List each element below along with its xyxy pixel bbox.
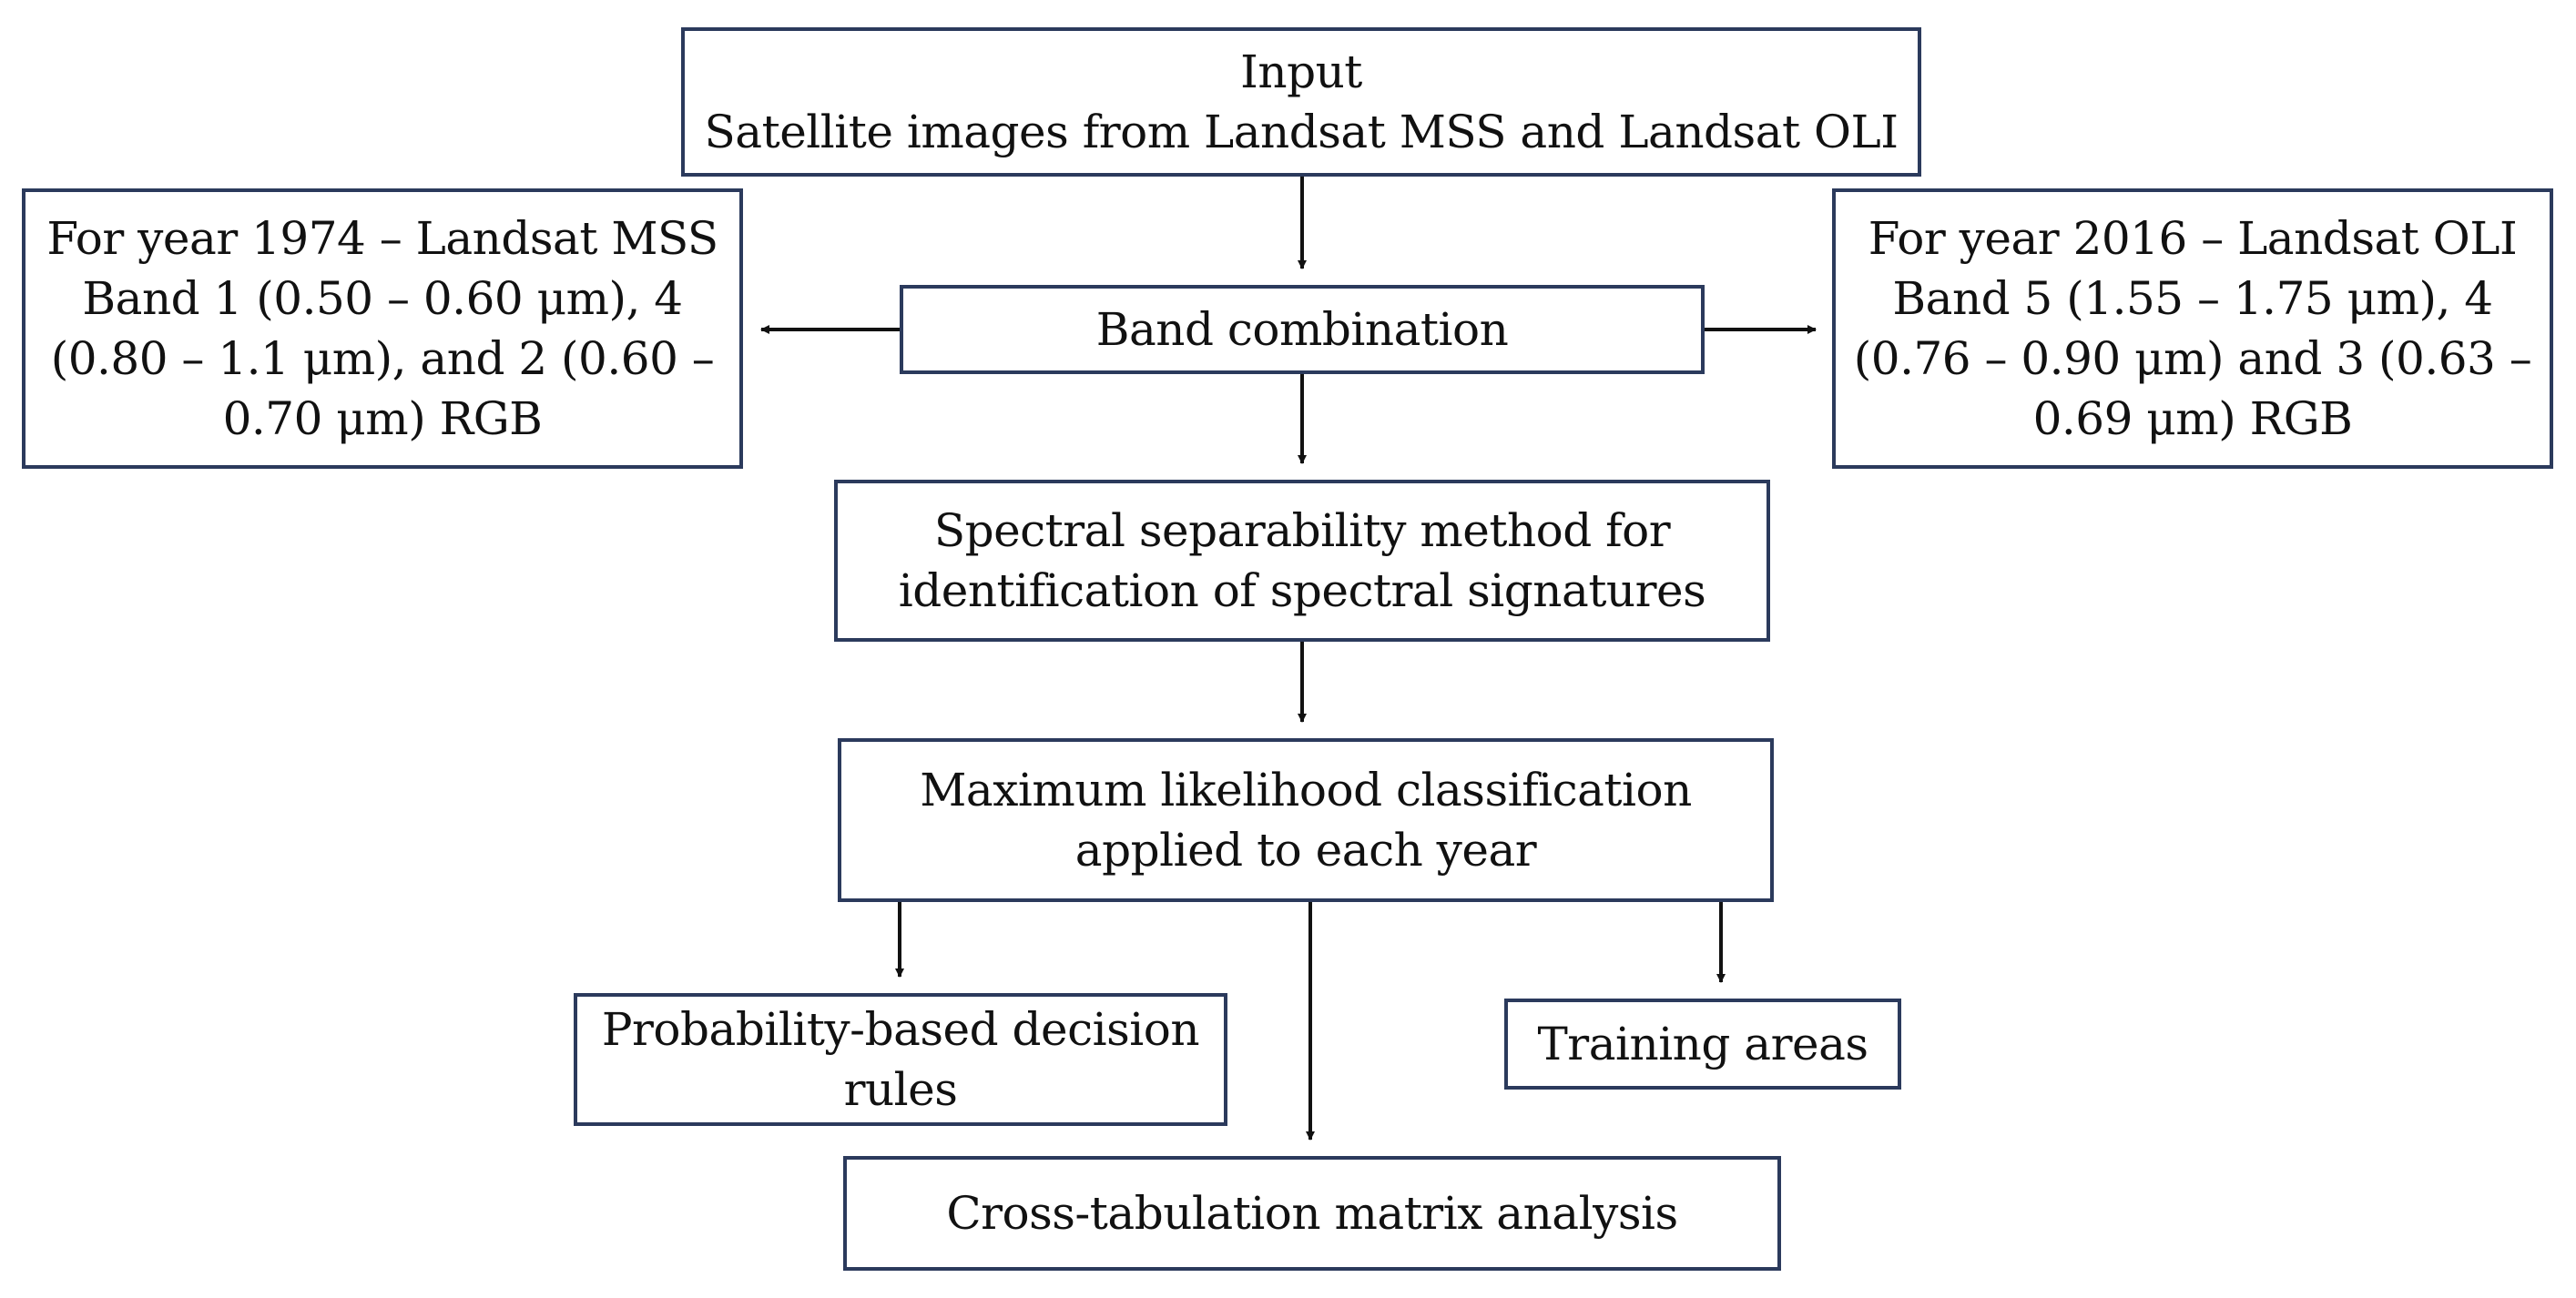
cross-tabulation-label: Cross-tabulation matrix analysis — [946, 1187, 1678, 1240]
year-2016-line-4: 0.69 μm) RGB — [2032, 392, 2353, 445]
band-combination-box: Band combination — [900, 285, 1705, 374]
cross-tabulation-box: Cross-tabulation matrix analysis — [843, 1156, 1781, 1271]
band-combination-label: Band combination — [1095, 303, 1509, 356]
maximum-likelihood-line-1: Maximum likelihood classification — [920, 764, 1692, 816]
year-1974-box: For year 1974 – Landsat MSS Band 1 (0.50… — [22, 188, 743, 469]
spectral-separability-line-2: identification of spectral signatures — [898, 564, 1706, 617]
year-1974-line-2: Band 1 (0.50 – 0.60 μm), 4 — [82, 272, 683, 325]
spectral-separability-box: Spectral separability method for identif… — [834, 480, 1770, 642]
spectral-separability-line-1: Spectral separability method for — [933, 504, 1671, 557]
training-areas-box: Training areas — [1504, 999, 1901, 1090]
year-1974-line-1: For year 1974 – Landsat MSS — [46, 212, 718, 265]
maximum-likelihood-box: Maximum likelihood classification applie… — [838, 738, 1774, 902]
year-1974-line-3: (0.80 – 1.1 μm), and 2 (0.60 – — [50, 332, 715, 385]
probability-rules-line-2: rules — [843, 1063, 958, 1116]
year-2016-line-1: For year 2016 – Landsat OLI — [1868, 212, 2518, 265]
training-areas-label: Training areas — [1537, 1018, 1868, 1070]
year-1974-line-4: 0.70 μm) RGB — [222, 392, 543, 445]
maximum-likelihood-line-2: applied to each year — [1074, 824, 1537, 877]
year-2016-box: For year 2016 – Landsat OLI Band 5 (1.55… — [1832, 188, 2553, 469]
input-box: Input Satellite images from Landsat MSS … — [681, 27, 1921, 177]
probability-rules-line-1: Probability-based decision — [601, 1003, 1200, 1056]
year-2016-line-2: Band 5 (1.55 – 1.75 μm), 4 — [1892, 272, 2493, 325]
probability-rules-box: Probability-based decision rules — [574, 993, 1227, 1126]
input-description: Satellite images from Landsat MSS and La… — [704, 106, 1899, 158]
year-2016-line-3: (0.76 – 0.90 μm) and 3 (0.63 – — [1853, 332, 2532, 385]
input-title: Input — [1240, 46, 1362, 98]
